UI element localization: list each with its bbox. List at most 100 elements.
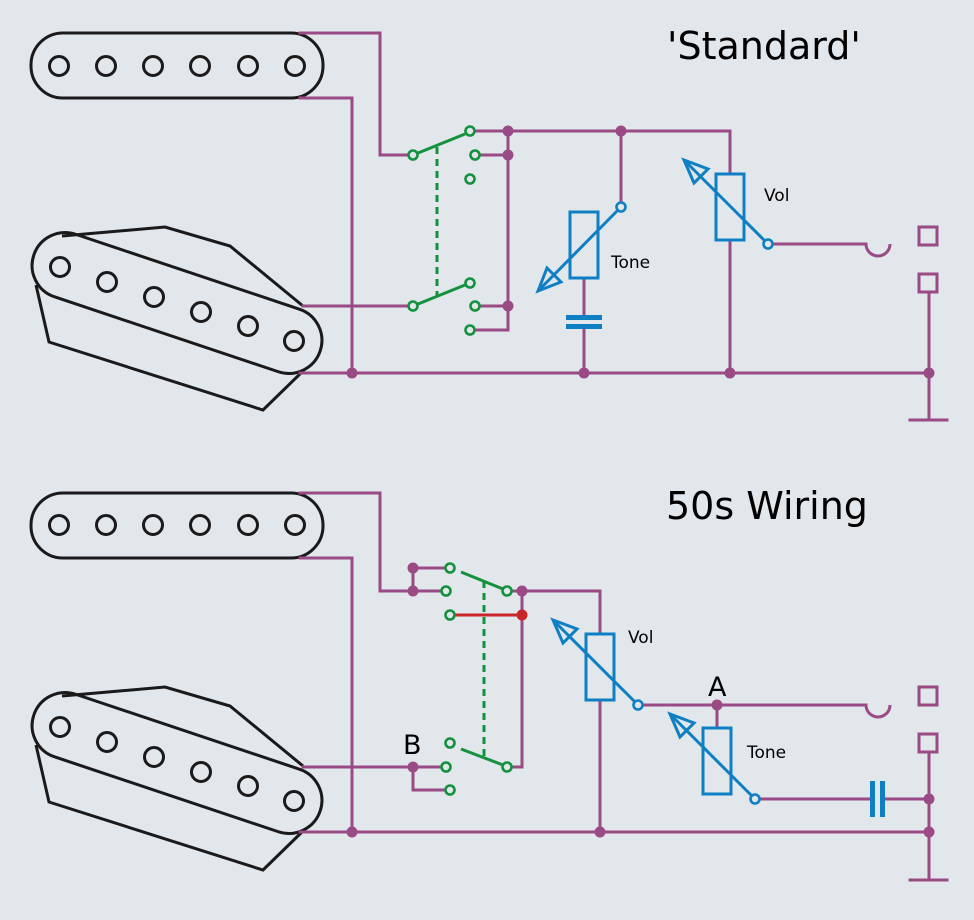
pole-piece — [283, 790, 305, 812]
vol-pot-wiper — [682, 158, 767, 243]
switch-terminal — [444, 784, 456, 796]
wire — [510, 589, 602, 636]
output-jack[interactable] — [864, 685, 939, 754]
switch-terminal — [407, 300, 419, 312]
junction-dot — [346, 826, 358, 838]
wire — [468, 129, 732, 176]
tone-potentiometer[interactable]: Tone — [667, 711, 786, 805]
pickup-selector-switch[interactable] — [407, 125, 481, 336]
vol-pot-terminal — [762, 238, 774, 250]
fifties-wires — [298, 491, 949, 882]
fifties-wiring-section: 50s Wiring — [29, 484, 949, 882]
bridge-pickup — [30, 685, 324, 872]
bridge-pickup-cover — [30, 231, 324, 375]
point-a-label: A — [708, 672, 727, 703]
section-title-standard: 'Standard' — [667, 24, 861, 68]
pole-piece — [48, 55, 70, 77]
wire — [510, 589, 524, 769]
ground-symbol — [908, 750, 949, 882]
pole-piece — [49, 256, 71, 278]
tone-pot-terminal — [615, 201, 627, 213]
bridge-pickup-baseplate — [34, 685, 304, 872]
jack-tip-terminal — [917, 225, 939, 247]
wire — [301, 765, 448, 792]
section-title-50s: 50s Wiring — [666, 484, 868, 528]
capacitor-plate — [880, 781, 885, 817]
vol-pot-terminal — [632, 699, 644, 711]
jack-tip-contact — [864, 243, 892, 258]
bridge-pickup — [30, 225, 324, 412]
bridge-pickup-poles — [49, 716, 305, 812]
pickup-selector-switch[interactable] — [440, 562, 513, 796]
tone-pot-wiper — [668, 712, 754, 798]
junction-dot — [578, 367, 590, 379]
junction-dot — [516, 585, 528, 597]
switch-terminal — [440, 585, 452, 597]
switch-terminal — [464, 173, 476, 185]
pole-piece — [48, 514, 70, 536]
vol-pot-body — [584, 632, 616, 702]
switch-terminal — [440, 761, 452, 773]
volume-potentiometer[interactable]: Vol — [681, 157, 789, 250]
standard-wires — [298, 31, 949, 422]
junction-dot — [724, 367, 736, 379]
wire — [468, 129, 510, 332]
wire — [298, 31, 415, 157]
ground-symbol — [908, 291, 949, 422]
switch-terminal — [469, 149, 481, 161]
bridge-pickup-body — [30, 691, 324, 835]
junction-dot — [923, 367, 935, 379]
junction-dot — [923, 826, 935, 838]
neck-pickup — [29, 31, 325, 100]
switch-terminal — [464, 277, 476, 289]
capacitor-plate — [566, 315, 602, 320]
junction-dot — [502, 125, 514, 137]
jack-tip-terminal — [917, 685, 939, 707]
volume-potentiometer[interactable]: Vol — [550, 617, 653, 711]
switch-terminal — [444, 737, 456, 749]
bridge-pickup-body — [30, 231, 324, 375]
wire — [298, 491, 448, 593]
neck-pickup-poles — [48, 514, 306, 536]
vol-pot-wiper — [551, 618, 637, 704]
junction-dot-highlight — [516, 609, 528, 621]
pole-piece — [143, 746, 165, 768]
switch-terminal — [407, 149, 419, 161]
neck-pickup — [29, 491, 325, 560]
junction-dot — [407, 585, 419, 597]
neck-pickup-poles — [48, 55, 306, 77]
junction-dot — [407, 562, 419, 574]
standard-junctions — [346, 125, 935, 379]
junction-dot-b — [407, 761, 419, 773]
bridge-pickup-poles — [49, 256, 305, 352]
junction-dot — [502, 149, 514, 161]
jack-sleeve-terminal — [917, 272, 939, 294]
tone-pot-arrow — [667, 711, 697, 740]
pole-piece — [237, 775, 259, 797]
tone-pot-wiper — [536, 209, 619, 293]
output-jack[interactable] — [864, 225, 939, 294]
tone-capacitor — [566, 315, 602, 329]
switch-terminal — [501, 761, 513, 773]
pole-piece — [190, 761, 212, 783]
pole-piece — [237, 315, 259, 337]
switch-blade-upper — [460, 570, 504, 591]
wire — [298, 96, 354, 375]
tone-potentiometer[interactable]: Tone — [535, 201, 650, 294]
tone-label: Tone — [610, 253, 650, 273]
junction-dot — [615, 125, 627, 137]
vol-pot-arrow — [550, 617, 580, 646]
standard-wiring-section: 'Standard' — [29, 24, 949, 422]
pole-piece — [95, 514, 117, 536]
wire — [411, 566, 448, 593]
wire — [298, 556, 354, 834]
bridge-pickup-baseplate — [34, 225, 304, 412]
vol-pot-body — [714, 172, 746, 242]
vol-label: Vol — [628, 628, 653, 648]
pole-piece — [283, 330, 305, 352]
pole-piece — [284, 55, 306, 77]
bridge-pickup-cover — [30, 691, 324, 835]
junction-dot — [346, 367, 358, 379]
capacitor-plate — [870, 781, 875, 817]
